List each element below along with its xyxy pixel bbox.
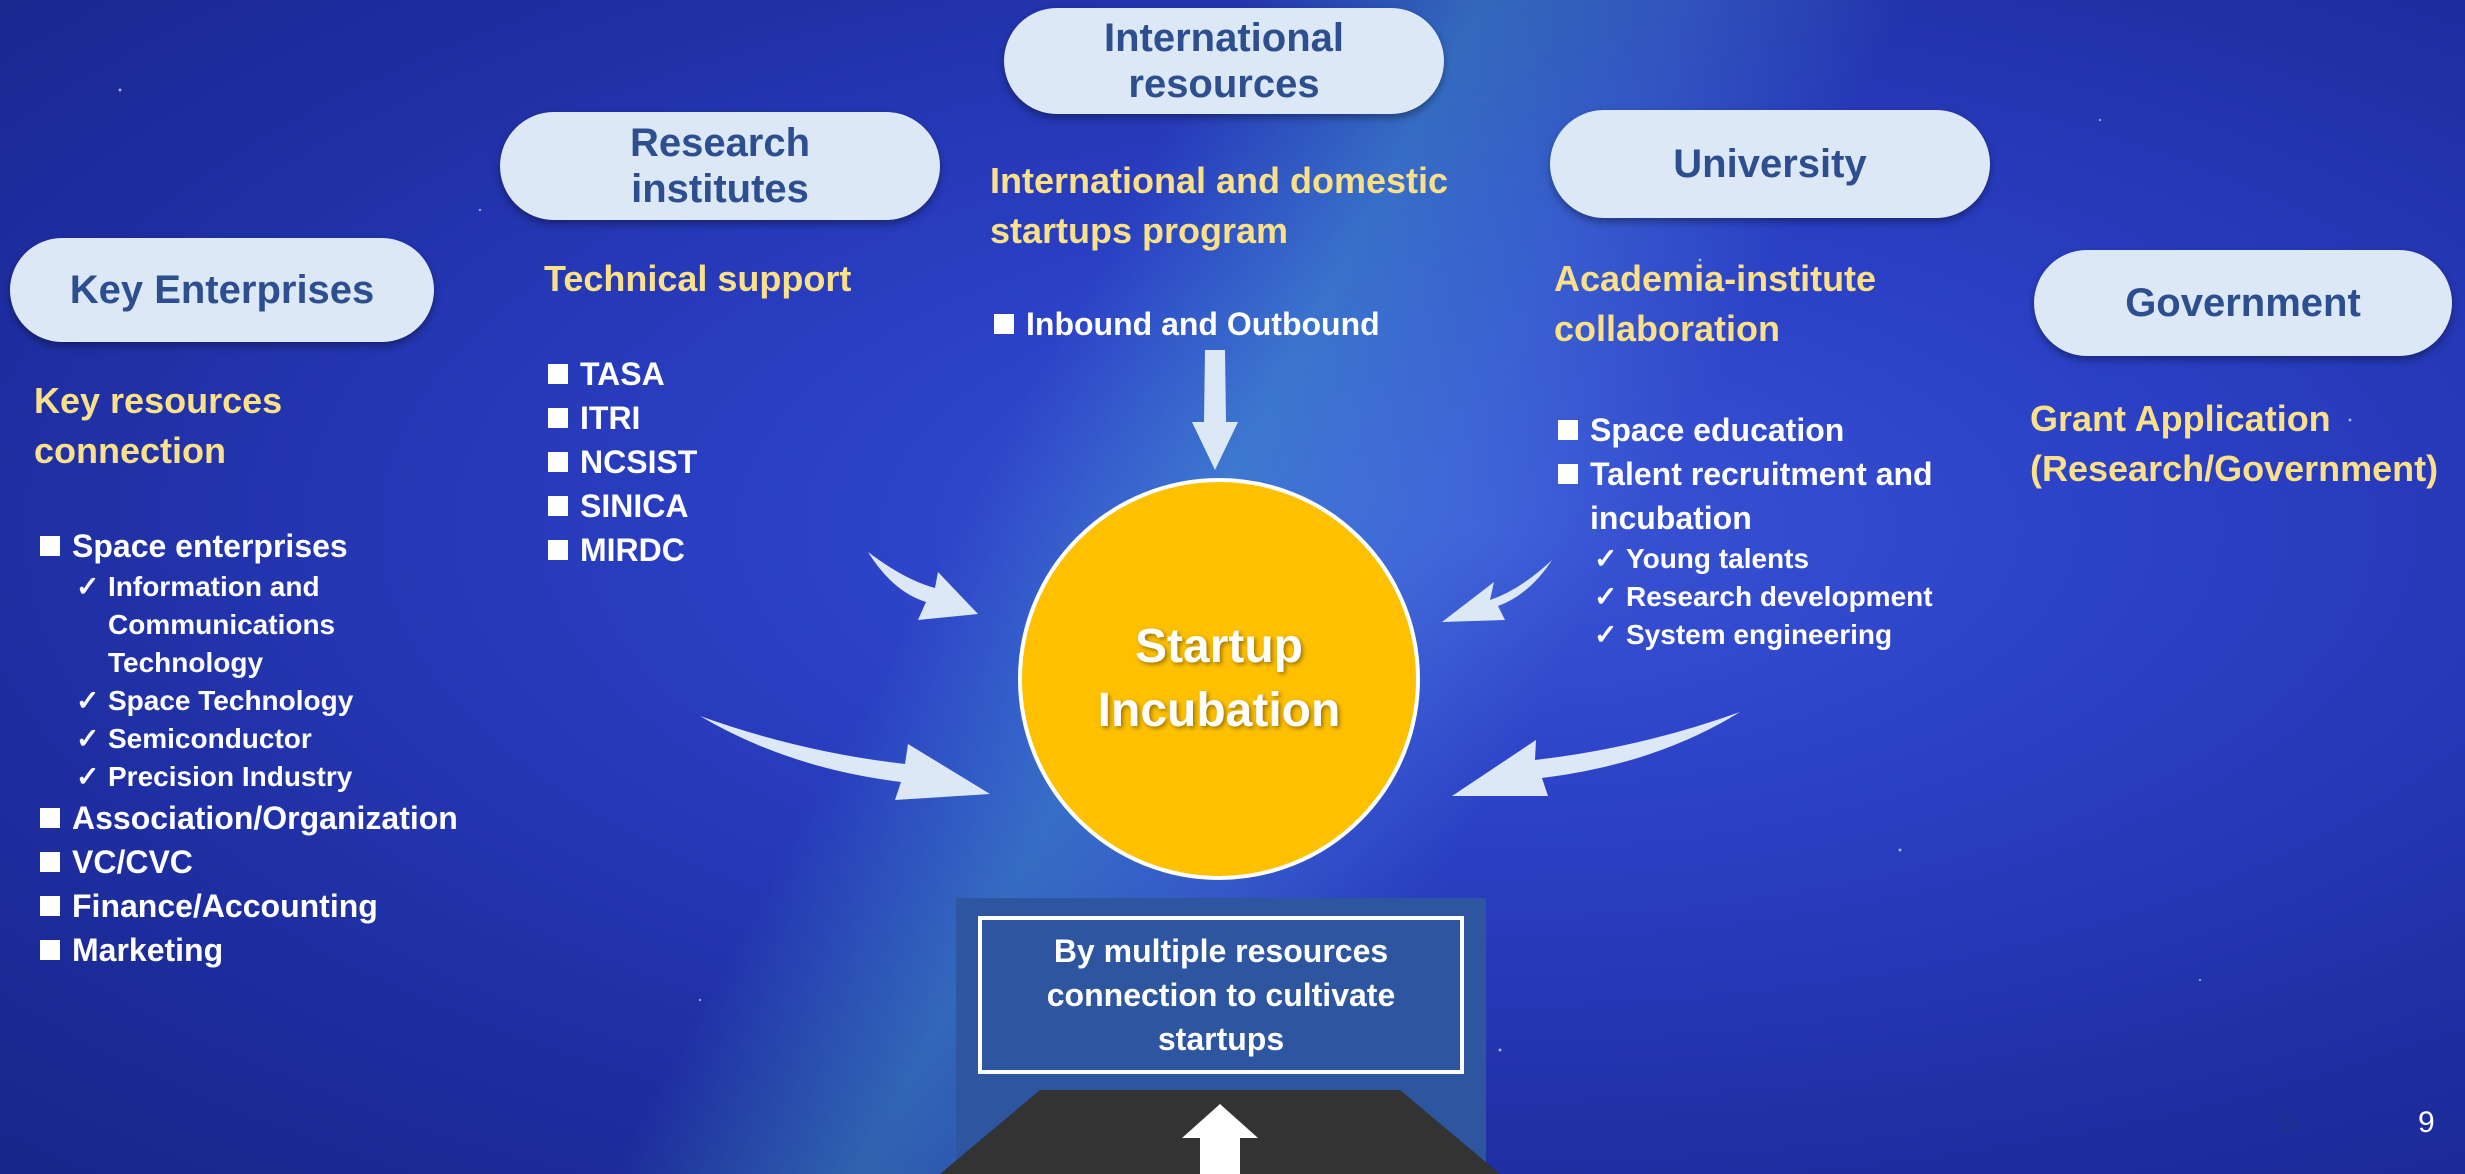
page-number: 9 [2418,1106,2435,1139]
up-arrow-icon [1182,1104,1258,1174]
list-item: System engineering [1590,616,1933,654]
list-item-label: SINICA [580,488,689,524]
list-item-label: Technology [108,647,264,678]
list-item-label: Communications [108,609,336,640]
startups-line2: startups program [990,210,1289,252]
key-resources-line1: Key resources [34,380,283,421]
key-enterprises-list: Space enterprises Information and Commun… [36,524,458,972]
list-item-label: MIRDC [580,532,685,568]
list-item: Talent recruitment and incubation Young … [1554,452,1933,654]
research-label-line2: institutes [631,167,809,211]
arrow-lower-left [700,716,990,800]
page-number-faded: 9 [2280,1106,2297,1139]
list-item-label: Space enterprises [72,528,348,564]
research-institutes-list: TASA ITRI NCSIST SINICA MIRDC [544,352,697,572]
arrow-upper-left [868,552,978,620]
list-item: Space Technology [72,682,458,720]
list-item: Semiconductor [72,720,458,758]
list-item-label: ITRI [580,400,641,436]
base-line3: startups [1157,1021,1285,1057]
base-line2: connection to cultivate [1046,977,1396,1013]
list-item: Information and Communications Technolog… [72,568,458,682]
government-pill: Government [2034,250,2452,356]
list-item-label: Space Technology [108,685,354,716]
list-item: Precision Industry [72,758,458,796]
list-item-label: Semiconductor [108,723,312,754]
list-item: Space enterprises Information and Commun… [36,524,458,796]
startups-line1: International and domestic [990,160,1449,201]
list-item: Marketing [36,928,458,972]
key-resources-line2: connection [34,430,227,472]
arrow-lower-right [1452,712,1740,796]
list-item-label: Space education [1590,412,1845,448]
list-item: ITRI [544,396,697,440]
technical-support-heading: Technical support [544,254,851,304]
hub-line2: Incubation [1097,684,1341,737]
talent-sublist: Young talents Research development Syste… [1590,540,1933,654]
cultivate-startups-box: By multiple resources connection to cult… [978,916,1464,1074]
list-item: SINICA [544,484,697,528]
list-item: NCSIST [544,440,697,484]
startups-program-heading: International and domestic startups prog… [990,156,1448,257]
space-enterprises-sublist: Information and Communications Technolog… [72,568,458,796]
academia-line1: Academia-institute [1554,258,1877,299]
list-item-label: System engineering [1626,619,1893,650]
hub-line1: Startup [1135,620,1303,673]
list-item-label: Young talents [1626,543,1810,574]
academia-line2: collaboration [1554,308,1781,350]
list-item: Association/Organization [36,796,458,840]
base-line1: By multiple resources [1053,933,1389,969]
key-enterprises-pill: Key Enterprises [10,238,434,342]
list-item-label: Inbound and Outbound [1026,306,1380,342]
list-item-label: VC/CVC [72,844,193,880]
technical-support-text: Technical support [544,258,852,299]
university-list: Space education Talent recruitment and i… [1554,408,1933,654]
university-pill: University [1550,110,1990,218]
arrow-upper-right [1442,560,1552,622]
international-label-line1: International [1103,16,1345,60]
university-label: University [1673,142,1867,186]
list-item: Finance/Accounting [36,884,458,928]
list-item: Research development [1590,578,1933,616]
grant-line1: Grant Application [2030,398,2331,439]
list-item-label: Information and [108,571,320,602]
list-item: Space education [1554,408,1933,452]
list-item-label: incubation [1590,500,1752,536]
arrow-top [1192,350,1238,470]
list-item-label: Talent recruitment and [1590,456,1933,492]
list-item: TASA [544,352,697,396]
list-item-label: Association/Organization [72,800,458,836]
grant-application-heading: Grant Application (Research/Government) [2030,394,2438,495]
key-resources-heading: Key resources connection [34,376,282,477]
government-label: Government [2125,281,2361,325]
list-item-label: Research development [1626,581,1933,612]
key-enterprises-label: Key Enterprises [69,268,375,312]
list-item: MIRDC [544,528,697,572]
list-item-label: Finance/Accounting [72,888,378,924]
list-item-label: TASA [580,356,665,392]
international-list: Inbound and Outbound [990,302,1380,346]
list-item-label: NCSIST [580,444,698,480]
list-item-label: Precision Industry [108,761,353,792]
academia-heading: Academia-institute collaboration [1554,254,1876,355]
list-item: Young talents [1590,540,1933,578]
list-item: Inbound and Outbound [990,302,1380,346]
startup-incubation-hub: Startup Incubation [1018,478,1420,880]
launch-ramp [940,1090,1500,1174]
list-item: VC/CVC [36,840,458,884]
research-institutes-pill: Research institutes [500,112,940,220]
international-resources-pill: International resources [1004,8,1444,114]
research-label-line1: Research [629,121,811,165]
international-label-line2: resources [1128,62,1320,106]
list-item-label: Marketing [72,932,224,968]
grant-line2: (Research/Government) [2030,448,2439,490]
